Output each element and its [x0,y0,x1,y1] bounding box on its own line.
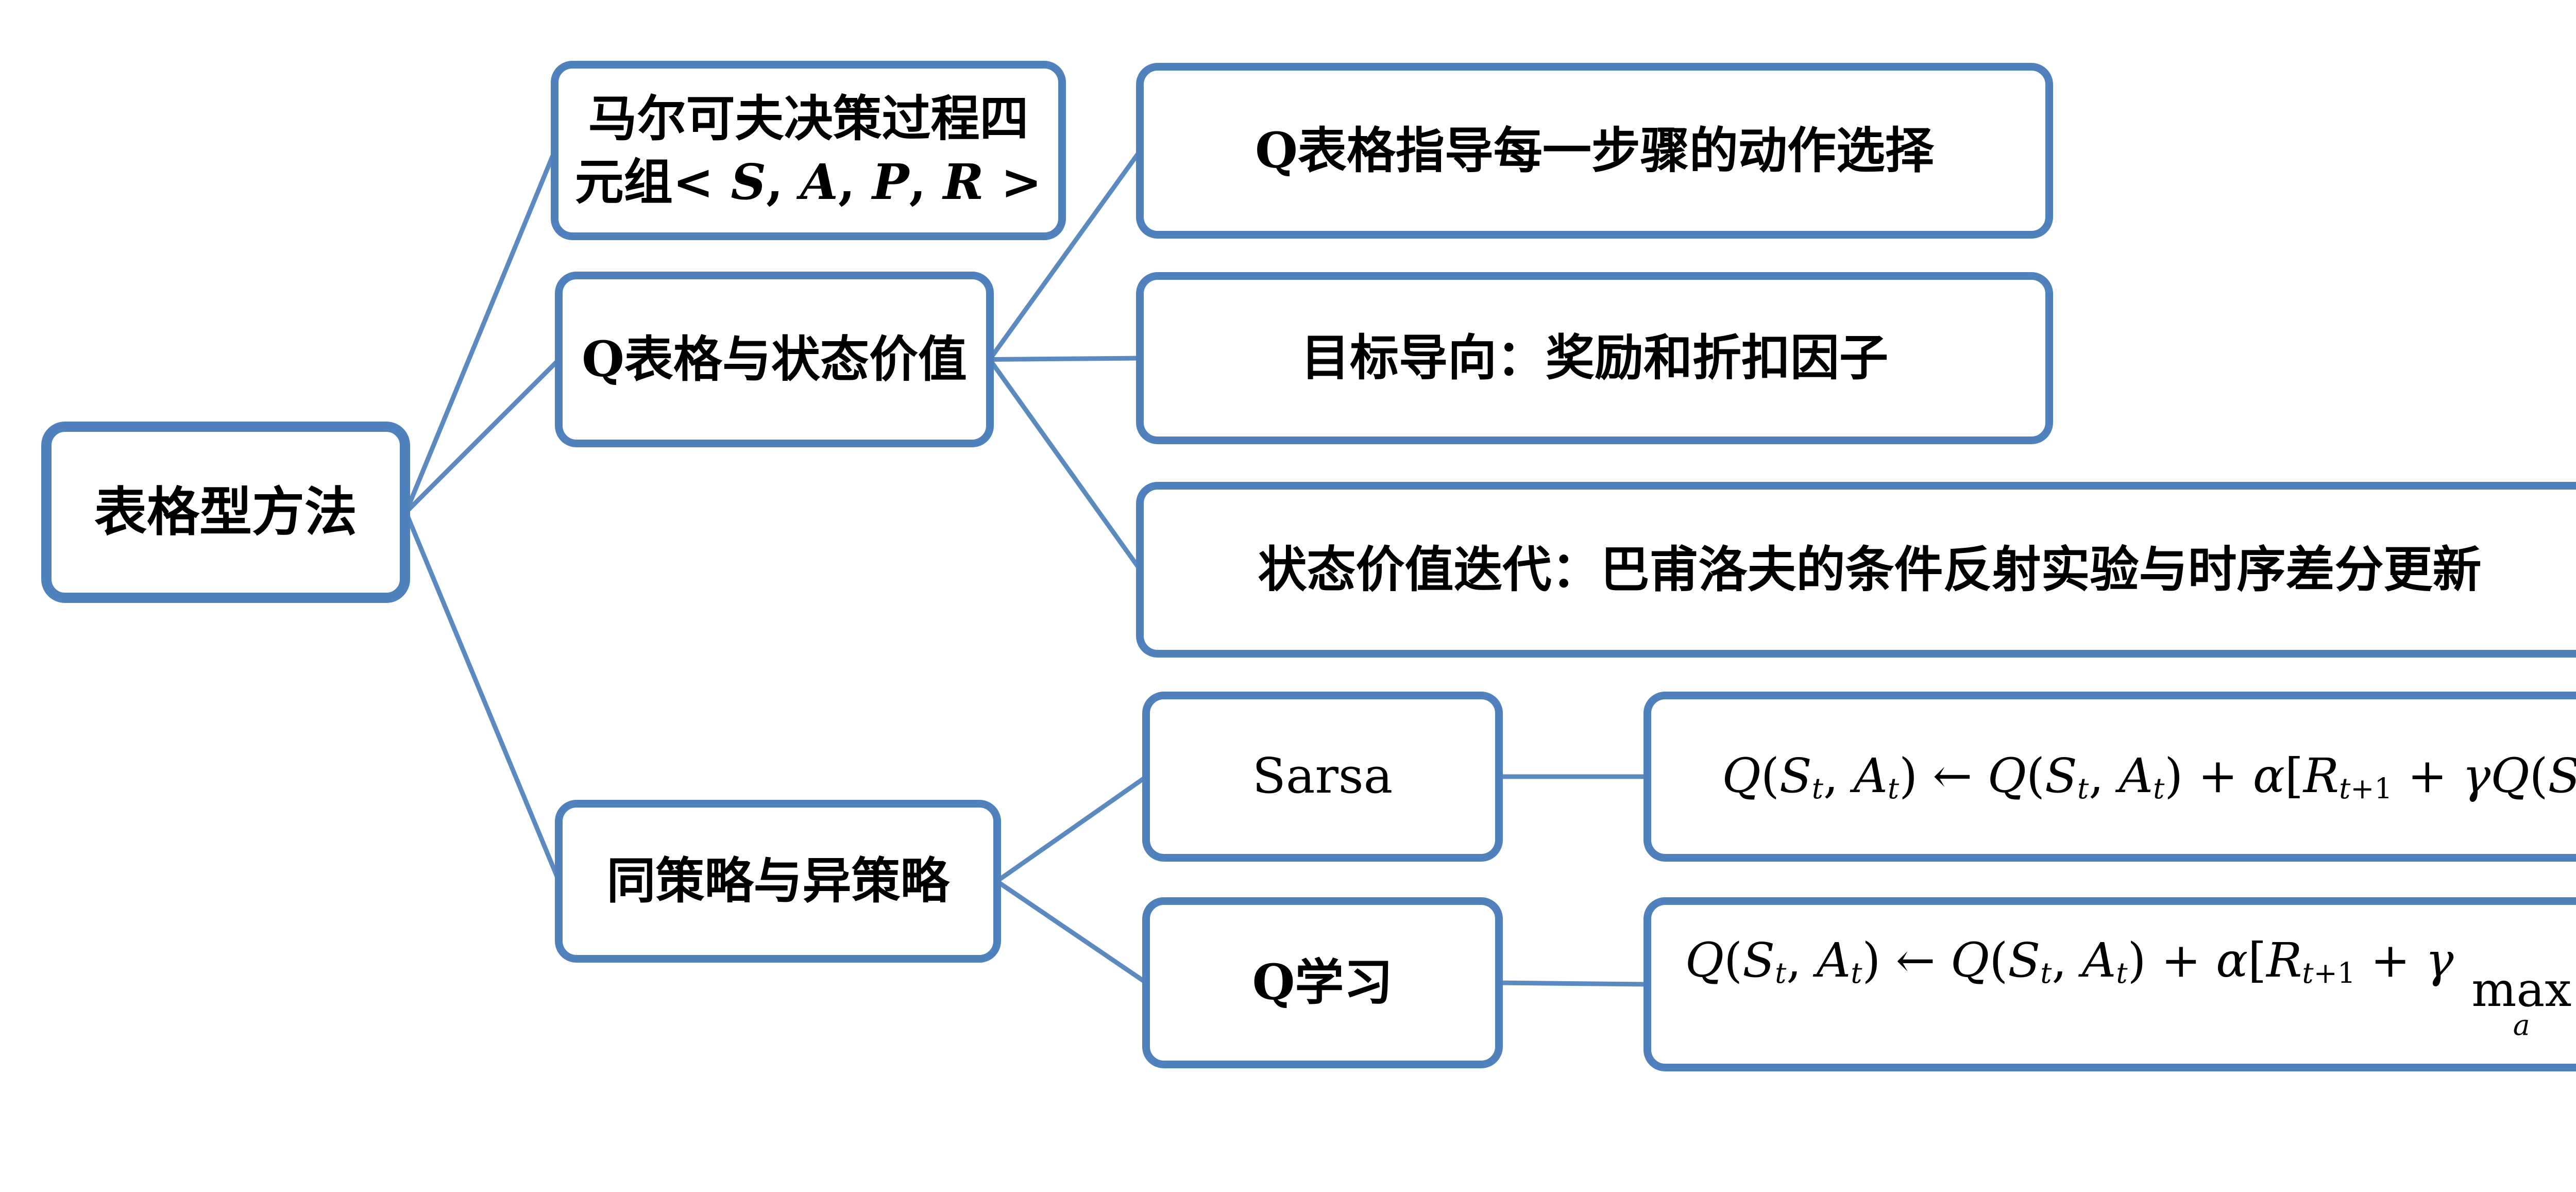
edge-policy-to-qlearning [995,879,1148,985]
node-goal-oriented-label: 目标导向：奖励和折扣因子 [1300,329,1888,387]
node-goal-oriented: 目标导向：奖励和折扣因子 [1136,272,2053,444]
node-on-off-policy-label: 同策略与异策略 [606,852,950,910]
node-on-off-policy: 同策略与异策略 [555,800,1001,963]
node-qtable-guides-actions: Q表格指导每一步骤的动作选择 [1136,63,2053,239]
node-sarsa-label: Sarsa [1252,748,1393,805]
edge-qtable-to-goal [989,356,1141,362]
node-state-value-iteration: 状态价值迭代：巴甫洛夫的条件反射实验与时序差分更新 [1136,482,2576,658]
edge-qlearning-to-qlearning_formula [1498,980,1648,987]
node-sarsa-update-formula: Q(St, At) ← Q(St, At) + α[Rt+1 + γQ(St+1… [1643,692,2576,862]
edge-root-to-mdp [403,149,557,513]
node-qtable-guides-actions-label: Q表格指导每一步骤的动作选择 [1255,122,1934,179]
edge-qtable-to-q_guide [988,149,1142,361]
edge-root-to-policy [403,511,562,882]
node-mdp-tuple: 马尔可夫决策过程四元组< S, A, P, R > [551,61,1066,240]
node-state-value-iteration-label: 状态价值迭代：巴甫洛夫的条件反射实验与时序差分更新 [1258,541,2482,598]
edge-root-to-qtable [404,358,561,514]
edge-qtable-to-value_iter [988,358,1142,572]
node-mdp-tuple-label: 马尔可夫决策过程四元组< S, A, P, R > [574,90,1042,211]
sarsa-update-formula: Q(St, At) ← Q(St, At) + α[Rt+1 + γQ(St+1… [1722,748,2576,806]
node-sarsa: Sarsa [1142,692,1503,862]
node-root-label: 表格型方法 [94,481,357,543]
edge-policy-to-sarsa [995,775,1148,883]
node-qlearning: Q学习 [1142,897,1503,1068]
node-qtable-state-value: Q表格与状态价值 [555,272,994,447]
node-qtable-state-value-label: Q表格与状态价值 [582,330,967,388]
node-qlearning-label: Q学习 [1252,954,1393,1012]
node-root: 表格型方法 [41,422,410,603]
